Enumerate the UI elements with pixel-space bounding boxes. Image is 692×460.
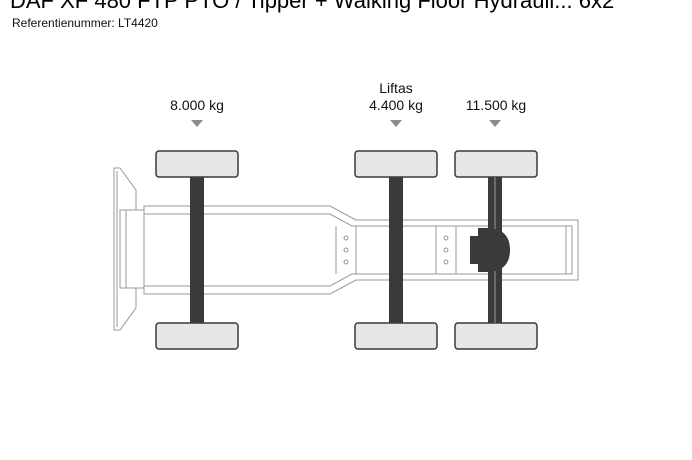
page-title: DAF XF 480 FTP PTO / Tipper + Walking Fl… [10, 0, 615, 13]
front-axle [155, 150, 239, 350]
rear-drive-axle [454, 150, 538, 350]
middle-left-wheel [354, 150, 438, 178]
middle-axle-arrow-icon [390, 120, 402, 127]
rear-axle-load: 11.500 kg [465, 97, 527, 113]
differential-icon [470, 228, 510, 272]
middle-axle-load: 4.400 kg [369, 97, 423, 113]
middle-axle-beam [389, 177, 403, 323]
front-right-wheel [155, 322, 239, 350]
frame-bolt-holes [343, 235, 449, 265]
middle-lift-axle [354, 150, 438, 350]
rear-left-wheel [454, 150, 538, 178]
middle-axle-lift-label: Liftas [379, 80, 413, 96]
reference-number: Referentienummer: LT4420 [12, 16, 158, 30]
middle-right-wheel [354, 322, 438, 350]
front-left-wheel [155, 150, 239, 178]
front-axle-beam [190, 177, 204, 323]
rear-axle-arrow-icon [489, 120, 501, 127]
rear-right-wheel [454, 322, 538, 350]
front-axle-load: 8.000 kg [170, 97, 224, 113]
chassis-frame [113, 167, 579, 331]
front-axle-arrow-icon [191, 120, 203, 127]
